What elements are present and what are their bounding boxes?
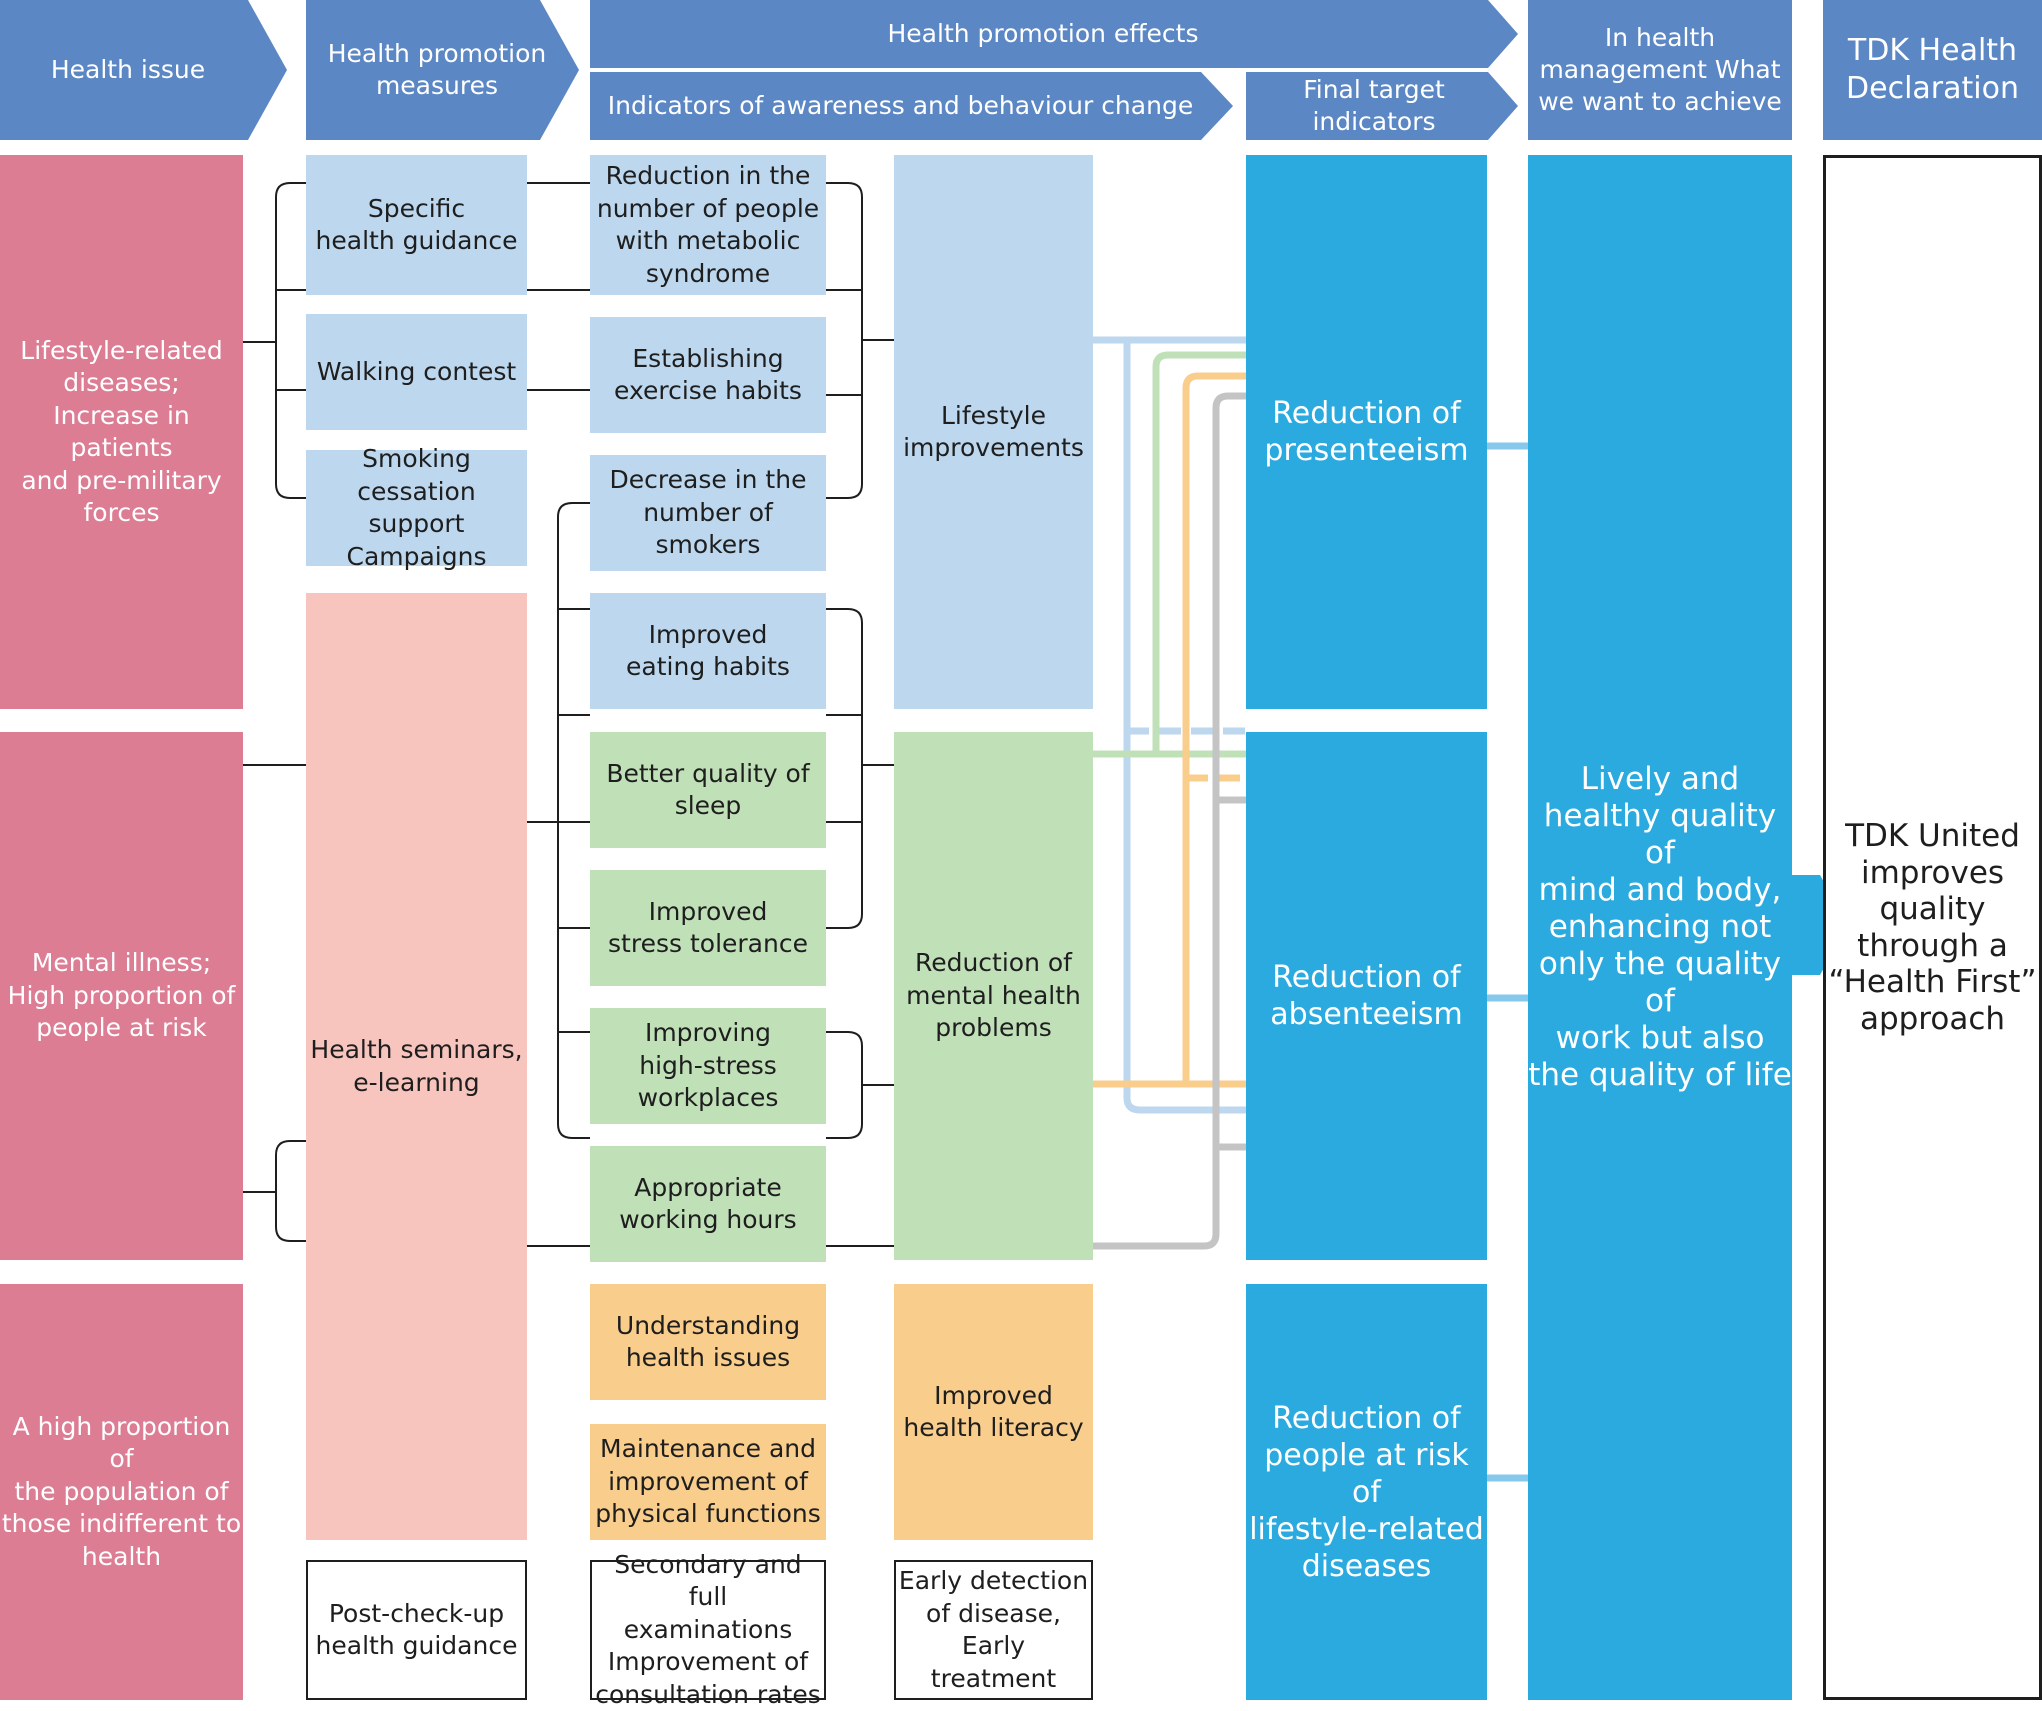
target-absenteeism: Reduction of absenteeism: [1246, 732, 1487, 1260]
indicator-high-stress-workplaces: Improving high-stress workplaces: [590, 1008, 826, 1124]
header-declaration: TDK Health Declaration: [1846, 33, 2019, 106]
measure-specific-guidance: Specific health guidance: [306, 155, 527, 295]
header-achieve: In health management What we want to ach…: [1538, 23, 1782, 116]
header-banners: [0, 0, 2042, 140]
measure-health-seminars: Health seminars, e-learning: [306, 593, 527, 1540]
issue-health-indifference: A high proportion of the population of t…: [0, 1284, 243, 1700]
declaration-health-first: TDK United improves quality through a “H…: [1823, 155, 2042, 1700]
indicator-sleep-quality: Better quality of sleep: [590, 732, 826, 848]
measure-post-checkup-guidance: Post-check-up health guidance: [306, 1560, 527, 1700]
header-indicators: Indicators of awareness and behaviour ch…: [607, 91, 1194, 120]
header-effects: Health promotion effects: [887, 19, 1199, 48]
indicator-working-hours: Appropriate working hours: [590, 1146, 826, 1262]
target-lifestyle-risk: Reduction of people at risk of lifestyle…: [1246, 1284, 1487, 1700]
group-early-detection: Early detection of disease, Early treatm…: [894, 1560, 1093, 1700]
group-health-literacy: Improved health literacy: [894, 1284, 1093, 1540]
indicator-exercise-habits: Establishing exercise habits: [590, 317, 826, 433]
issue-mental-illness: Mental illness; High proportion of peopl…: [0, 732, 243, 1260]
group-mental-health: Reduction of mental health problems: [894, 732, 1093, 1260]
target-presenteeism: Reduction of presenteeism: [1246, 155, 1487, 709]
indicator-examinations: Secondary and full examinations Improvem…: [590, 1550, 826, 1709]
header-measures: Health promotion measures: [327, 39, 547, 100]
measure-walking-contest: Walking contest: [306, 314, 527, 430]
indicator-stress-tolerance: Improved stress tolerance: [590, 870, 826, 986]
header-final-target: Final target indicators: [1303, 75, 1445, 136]
indicator-understanding-issues: Understanding health issues: [590, 1284, 826, 1400]
measure-smoking-cessation: Smoking cessation support Campaigns: [306, 444, 527, 571]
group-lifestyle-improvements: Lifestyle improvements: [894, 155, 1093, 709]
indicator-eating-habits: Improved eating habits: [590, 593, 826, 709]
indicator-fewer-smokers: Decrease in the number of smokers: [590, 455, 826, 571]
indicator-physical-functions: Maintenance and improvement of physical …: [590, 1424, 826, 1540]
header-health-issue: Health issue: [50, 55, 206, 84]
achieve-quality-of-life: Lively and healthy quality of mind and b…: [1528, 155, 1792, 1700]
issue-lifestyle-diseases: Lifestyle-related diseases; Increase in …: [0, 155, 243, 709]
indicator-metabolic-syndrome: Reduction in the number of people with m…: [590, 155, 826, 295]
